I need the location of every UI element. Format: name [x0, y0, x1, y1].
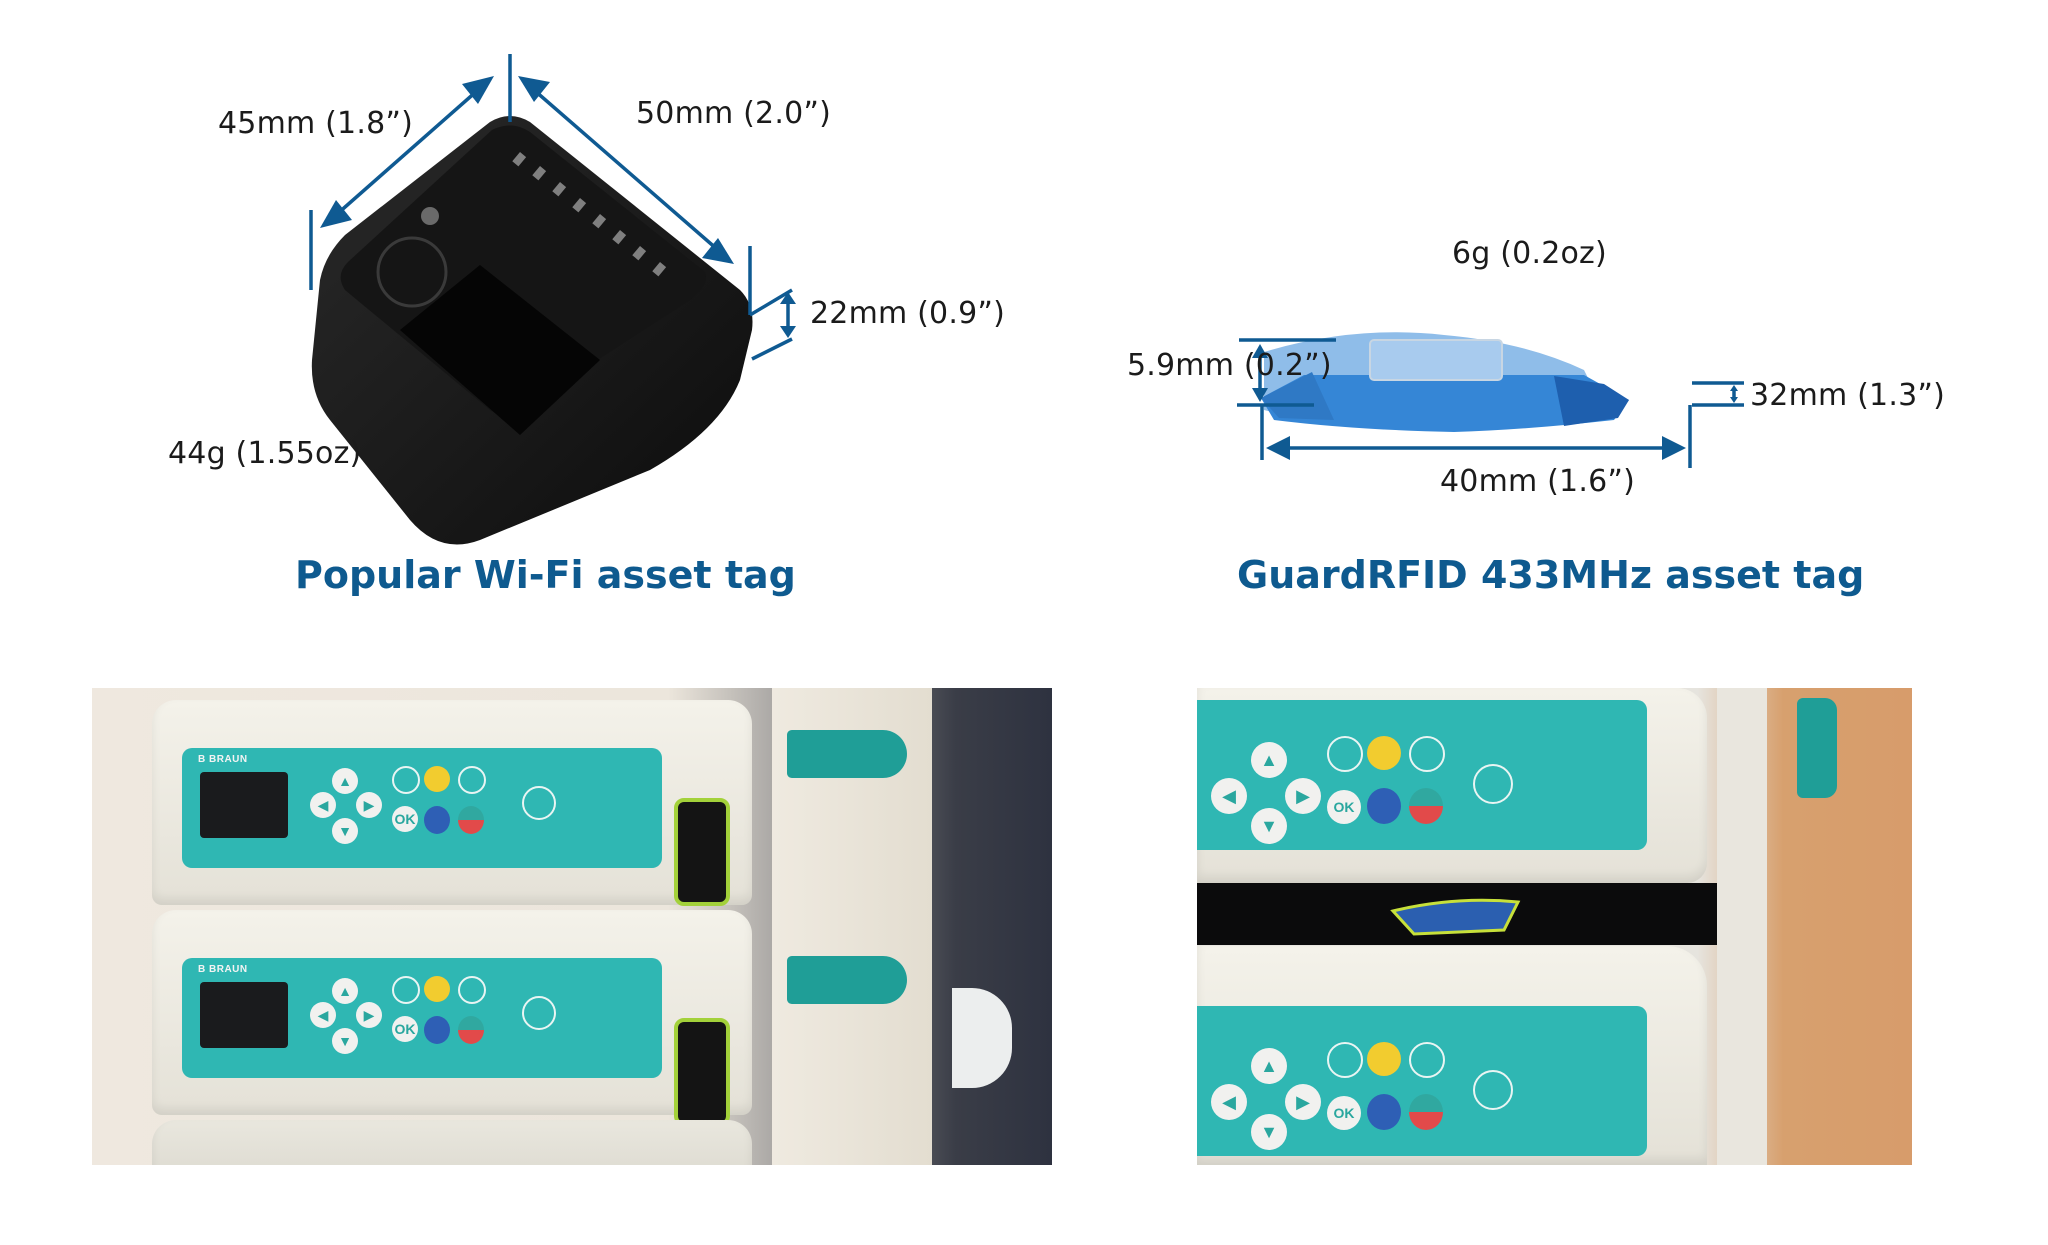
dimension-arrows-guardrfid [1237, 338, 1744, 468]
bolus-button [424, 976, 450, 1002]
pump-control-panel: B BRAUN ▲ ◀ ▶ ▼ OK [182, 958, 662, 1078]
power-button [1409, 736, 1445, 772]
eject-button [1473, 764, 1513, 804]
wifi-tag-device-image [311, 116, 753, 545]
weight-label: 6g (0.2oz) [1452, 236, 1607, 271]
guardrfid-tag-device-image [1261, 332, 1629, 432]
pump-display [200, 772, 288, 838]
wifi-tag-diagram: 45mm (1.8”) 50mm (2.0”) 22mm (0.9”) 44g … [0, 0, 1024, 620]
bolus-button [1367, 1042, 1401, 1076]
start-stop-button [458, 806, 484, 834]
left-button: ◀ [310, 792, 336, 818]
infusion-pump-1: B BRAUN ▲ ◀ ▶ ▼ OK [152, 700, 752, 905]
rack-handle-top [787, 730, 907, 778]
down-button: ▼ [332, 818, 358, 844]
left-button: ◀ [1211, 778, 1247, 814]
ok-button: OK [392, 1016, 418, 1042]
ok-button: OK [1327, 1096, 1361, 1130]
ok-button: OK [1327, 790, 1361, 824]
infusion-pump-bottom: ▲ ◀ ▶ ▼ OK [1197, 946, 1707, 1165]
ok-button: OK [392, 806, 418, 832]
up-button: ▲ [1251, 742, 1287, 778]
guardrfid-asset-tag-highlighted [1390, 898, 1521, 936]
up-button: ▲ [332, 768, 358, 794]
eject-button [1473, 1070, 1513, 1110]
guardrfid-tag-installed-photo: ▲ ◀ ▶ ▼ OK ▲ ◀ ▶ ▼ OK [1197, 688, 1912, 1165]
power-button [458, 766, 486, 794]
pump-rack [1717, 688, 1767, 1165]
start-stop-button [1409, 788, 1443, 824]
start-stop-button [1409, 1094, 1443, 1130]
height-dimension-label: 22mm (0.9”) [810, 296, 1006, 331]
scroll-button [424, 806, 450, 834]
dimension-arrows-wifi [309, 54, 796, 361]
infusion-pump-top: ▲ ◀ ▶ ▼ OK [1197, 688, 1707, 883]
up-button: ▲ [1251, 1048, 1287, 1084]
rack-handle-bottom [787, 956, 907, 1004]
depth-dimension-label: 32mm (1.3”) [1750, 378, 1946, 413]
height-dimension-label: 5.9mm (0.2”) [1127, 348, 1332, 383]
pump-brand-label: B BRAUN [198, 754, 248, 765]
eject-button [522, 996, 556, 1030]
start-stop-button [458, 1016, 484, 1044]
weight-label: 44g (1.55oz) [168, 436, 362, 471]
width-dimension-label: 40mm (1.6”) [1440, 464, 1636, 499]
pump-control-panel: ▲ ◀ ▶ ▼ OK [1197, 700, 1647, 850]
clear-button [1327, 1042, 1363, 1078]
down-button: ▼ [1251, 1114, 1287, 1150]
bolus-button [424, 766, 450, 792]
wifi-asset-tag-highlighted-2 [674, 1018, 730, 1126]
scroll-button [1367, 1094, 1401, 1130]
width-dimension-label: 45mm (1.8”) [218, 106, 414, 141]
pump-control-panel: ▲ ◀ ▶ ▼ OK [1197, 1006, 1647, 1156]
power-button [458, 976, 486, 1004]
rack-knob [952, 988, 1012, 1088]
right-button: ▶ [1285, 1084, 1321, 1120]
right-button: ▶ [1285, 778, 1321, 814]
right-button: ▶ [356, 1002, 382, 1028]
power-button [1409, 1042, 1445, 1078]
guardrfid-tag-caption: GuardRFID 433MHz asset tag [1237, 553, 1865, 597]
pump-display [200, 982, 288, 1048]
bolus-button [1367, 736, 1401, 770]
guardrfid-tag-diagram: 6g (0.2oz) [1024, 0, 2048, 620]
left-button: ◀ [1211, 1084, 1247, 1120]
infusion-pump-2: B BRAUN ▲ ◀ ▶ ▼ OK [152, 910, 752, 1115]
wifi-tag-caption: Popular Wi-Fi asset tag [295, 553, 796, 597]
eject-button [522, 786, 556, 820]
pump-control-panel: B BRAUN ▲ ◀ ▶ ▼ OK [182, 748, 662, 868]
clear-button [392, 766, 420, 794]
wifi-tag-installed-photo: B BRAUN ▲ ◀ ▶ ▼ OK B BRAUN ▲ ◀ ▶ ▼ [92, 688, 1052, 1165]
down-button: ▼ [1251, 808, 1287, 844]
right-button: ▶ [356, 792, 382, 818]
length-dimension-label: 50mm (2.0”) [636, 96, 832, 131]
rack-handle [1797, 698, 1837, 798]
up-button: ▲ [332, 978, 358, 1004]
clear-button [1327, 736, 1363, 772]
wifi-asset-tag-highlighted-1 [674, 798, 730, 906]
pump-brand-label: B BRAUN [198, 964, 248, 975]
clear-button [392, 976, 420, 1004]
infusion-pump-3 [152, 1120, 752, 1165]
scroll-button [424, 1016, 450, 1044]
down-button: ▼ [332, 1028, 358, 1054]
left-button: ◀ [310, 1002, 336, 1028]
scroll-button [1367, 788, 1401, 824]
